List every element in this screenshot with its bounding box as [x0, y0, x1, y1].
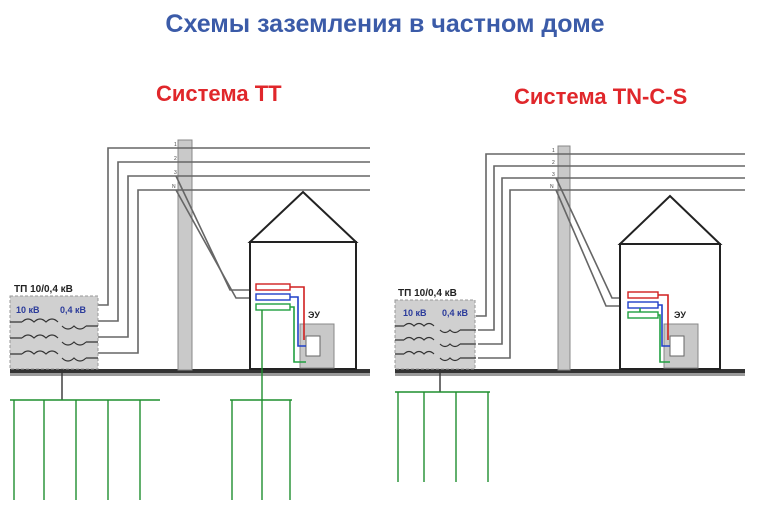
tt-hv-label: 10 кВ: [16, 305, 40, 315]
tt-substation-ground-electrode: [10, 399, 160, 500]
tt-pole: [177, 139, 193, 371]
tt-diagram: 1 2 3N ТП 10/0,4 кВ 10 кВ 0,4 кВ: [9, 139, 370, 500]
tncs-lv-label: 0,4 кВ: [442, 308, 469, 318]
tncs-substation-ground-electrode: [395, 391, 490, 482]
tncs-ground-surface: [395, 369, 745, 374]
tt-overhead-lines: [96, 147, 370, 354]
tncs-eu-label: ЭУ: [674, 310, 686, 320]
tncs-phase-bus: [627, 291, 659, 299]
svg-text:1: 1: [552, 148, 555, 154]
tt-transformer-icon: [10, 318, 98, 362]
tt-house-ground-electrode: [230, 399, 292, 500]
tncs-neutral-bus: [627, 301, 659, 309]
tt-lv-label: 0,4 кВ: [60, 305, 87, 315]
svg-text:3: 3: [552, 172, 555, 178]
svg-text:2: 2: [552, 160, 555, 166]
tt-neutral-bus: [255, 293, 291, 301]
svg-text:1: 1: [174, 142, 177, 148]
svg-text:N: N: [172, 184, 176, 190]
tncs-substation-label: ТП 10/0,4 кВ: [398, 288, 457, 299]
tt-substation-box: [9, 295, 99, 370]
tncs-pole: [557, 145, 571, 371]
svg-text:3: 3: [174, 170, 177, 176]
page-title: Схемы заземления в частном доме: [165, 10, 605, 38]
tncs-overhead-lines: [476, 153, 745, 359]
tt-phase-bus: [255, 283, 291, 291]
system-tncs-title: Система TN-C-S: [514, 84, 688, 109]
tncs-hv-label: 10 кВ: [403, 308, 427, 318]
tncs-diagram: 1 2 3N ТП 10/0,4 кВ 10 кВ 0,4 кВ: [394, 145, 745, 482]
tt-ground-surface: [10, 369, 370, 374]
tncs-transformer-icon: [395, 322, 476, 362]
tncs-pe-bus: [627, 311, 659, 319]
tt-pe-bus: [255, 303, 291, 311]
svg-text:N: N: [550, 184, 554, 190]
system-tt-title: Система TT: [156, 81, 282, 106]
svg-text:2: 2: [174, 156, 177, 162]
tt-eu-label: ЭУ: [308, 310, 320, 320]
tt-substation-label: ТП 10/0,4 кВ: [14, 284, 73, 295]
